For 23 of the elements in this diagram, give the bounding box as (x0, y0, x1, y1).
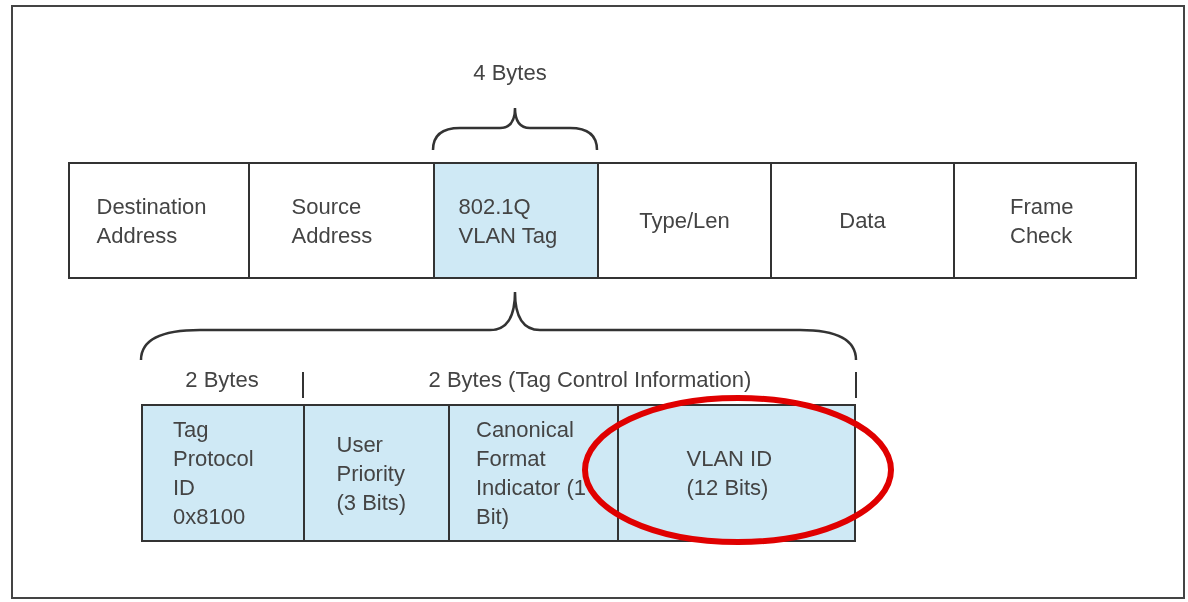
frame-field (248, 162, 435, 279)
field-label: Canonical Format Indicator (1 Bit) (476, 416, 588, 531)
field-label: Tag Protocol ID 0x8100 (173, 416, 255, 531)
frame-field (68, 162, 250, 279)
frame-field (141, 404, 305, 542)
size-label: 2 Bytes (185, 367, 259, 393)
field-label: 802.1Q VLAN Tag (458, 192, 559, 250)
frame-field (770, 162, 955, 279)
frame-field (597, 162, 772, 279)
size-label: 2 Bytes (Tag Control Information) (428, 367, 752, 393)
frame-field (617, 404, 856, 542)
frame-field (303, 404, 450, 542)
field-label: Frame Check (1010, 192, 1075, 250)
field-label: Destination Address (96, 192, 208, 250)
field-label: Data (838, 207, 887, 235)
field-label: Source Address (291, 192, 374, 250)
frame-field (448, 404, 619, 542)
field-label: Type/Len (638, 207, 731, 235)
field-label: VLAN ID (12 Bits) (686, 445, 774, 502)
frame-field (433, 162, 599, 279)
size-label: 4 Bytes (473, 60, 547, 86)
field-label: User Priority (3 Bits) (336, 430, 408, 517)
frame-field (953, 162, 1137, 279)
